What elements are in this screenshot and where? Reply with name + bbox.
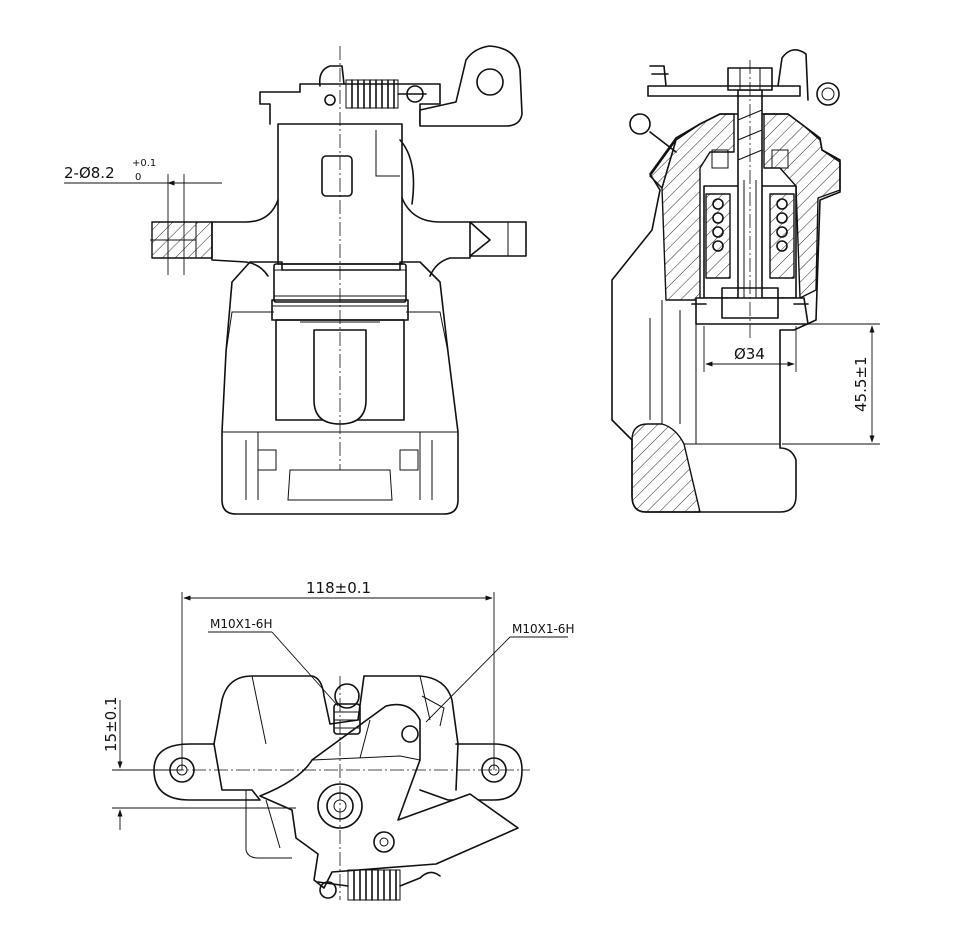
holes-tol-upper: +0.1 bbox=[132, 158, 156, 169]
left-mount-ear bbox=[211, 199, 279, 277]
holes-label: 2-Ø8.2 bbox=[64, 164, 115, 182]
front-lever bbox=[419, 45, 523, 127]
top-centre-bolt bbox=[317, 783, 363, 829]
right-mount-ear bbox=[401, 197, 471, 277]
hole-dimension: 2-Ø8.2 +0.1 0 bbox=[64, 158, 222, 275]
top-spring bbox=[317, 869, 441, 901]
top-bleeder bbox=[333, 683, 361, 735]
top-dimensions: 118±0.1 15±0.1 M10X1-6H M10X1-6H bbox=[102, 579, 574, 830]
section-view bbox=[611, 49, 841, 513]
front-bracket bbox=[259, 83, 441, 125]
mount-spacing-label: 118±0.1 bbox=[306, 579, 371, 597]
offset-label: 15±0.1 bbox=[102, 696, 120, 752]
top-right-ear bbox=[419, 743, 523, 801]
holes-tol-lower: 0 bbox=[135, 172, 141, 183]
front-spring bbox=[345, 79, 399, 109]
thread-left-label: M10X1-6H bbox=[210, 617, 272, 631]
section-hatch-jaw bbox=[631, 423, 701, 513]
top-lever-plate bbox=[259, 703, 519, 889]
piston-diameter-label: Ø34 bbox=[734, 345, 765, 363]
piston-height-label: 45.5±1 bbox=[852, 356, 870, 412]
section-springs bbox=[712, 198, 788, 252]
section-dimensions: Ø34 45.5±1 bbox=[703, 323, 880, 445]
section-piston bbox=[695, 297, 809, 325]
section-hatch-body bbox=[661, 113, 735, 301]
front-view bbox=[151, 45, 527, 515]
front-window bbox=[321, 155, 353, 197]
top-view bbox=[148, 675, 530, 901]
thread-right-label: M10X1-6H bbox=[512, 622, 574, 636]
top-left-ear bbox=[153, 743, 261, 801]
